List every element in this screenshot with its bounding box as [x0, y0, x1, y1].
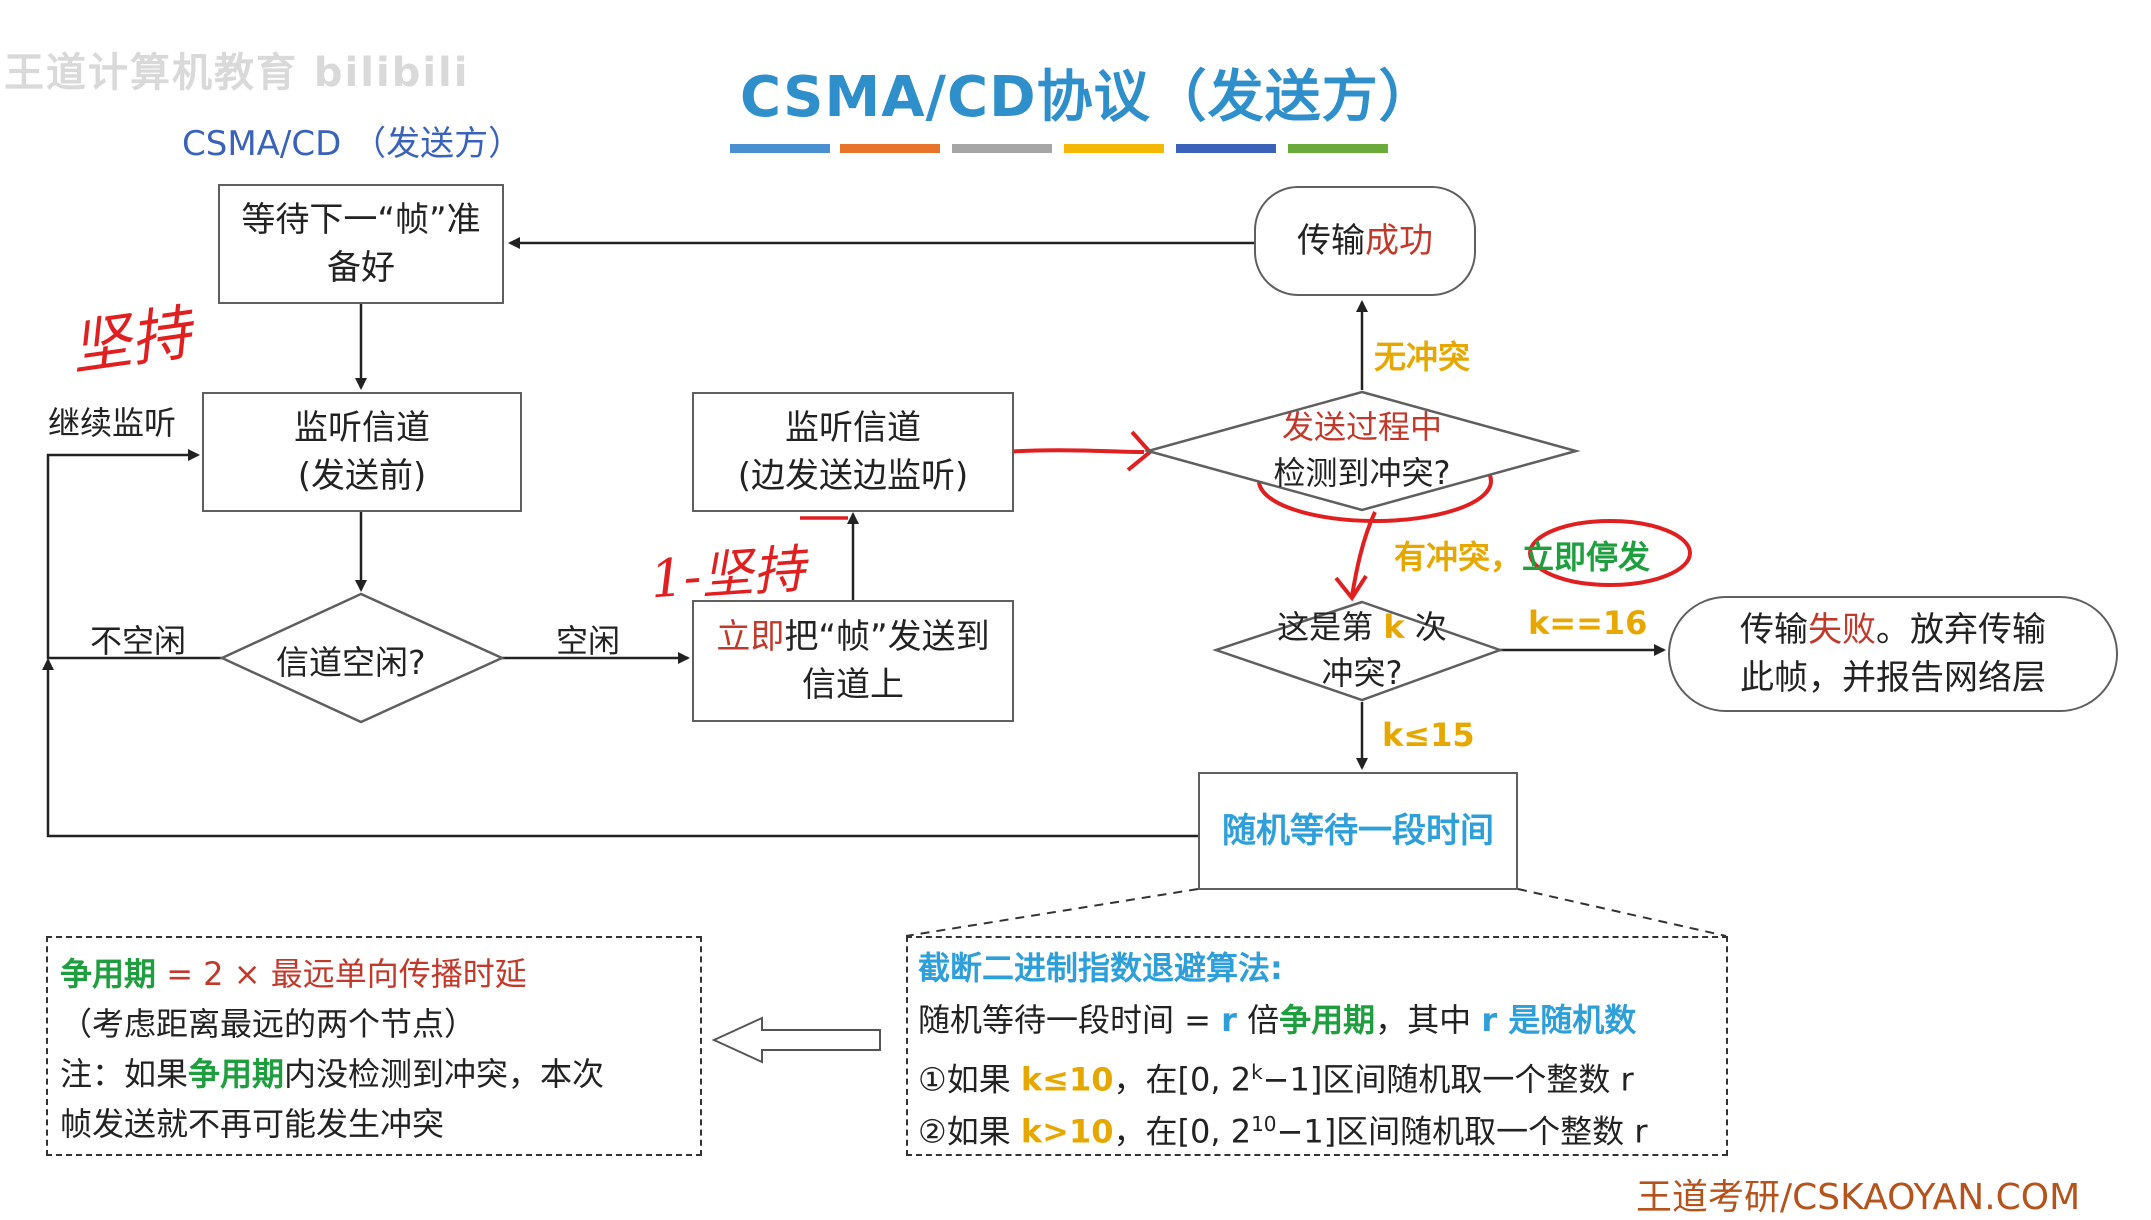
send-frame-line2: 信道上	[802, 665, 904, 705]
stop-immediately: 立即停发	[1522, 538, 1651, 576]
backoff-heading: 截断二进制指数退避算法:	[918, 949, 1283, 987]
backoff-line4-a: ②如果	[918, 1112, 1021, 1151]
listen-before-line2: (发送前)	[297, 456, 427, 496]
success-highlight: 成功	[1365, 221, 1433, 261]
backoff-line3-a: ①如果	[918, 1060, 1021, 1099]
fail-highlight: 失败	[1808, 610, 1876, 650]
kth-line2: 冲突?	[1321, 654, 1403, 692]
handwritten-persist: 坚持	[66, 297, 196, 384]
contention-line4: 帧发送就不再可能发生冲突	[60, 1105, 445, 1143]
idle-label: 空闲	[556, 622, 621, 660]
fail-line1-rest: 。放弃传输	[1876, 610, 2046, 650]
color-bar-5	[1176, 144, 1276, 153]
no-collision-label: 无冲突	[1374, 338, 1471, 376]
contention-line3-a: 注：如果	[60, 1055, 189, 1093]
color-bar-3	[952, 144, 1052, 153]
success-text: 传输成功	[1297, 217, 1433, 265]
contention-line3: 注：如果争用期内没检测到冲突，本次	[60, 1048, 604, 1100]
wait-frame-box: 等待下一“帧”准 备好	[218, 184, 504, 304]
contention-line3-c: 内没检测到冲突，本次	[284, 1055, 605, 1093]
backoff-line4-sup: 10	[1251, 1112, 1277, 1136]
watermark: 王道计算机教育 bilibili	[4, 50, 470, 96]
backoff-line2: 随机等待一段时间 = r 倍争用期，其中 r 是随机数	[918, 994, 1636, 1046]
fail-line1: 传输失败。放弃传输	[1740, 606, 2046, 654]
backoff-line3-k: k≤10	[1020, 1060, 1114, 1099]
listen-during-box: 监听信道 (边发送边监听)	[692, 392, 1014, 512]
send-immediately: 立即	[716, 617, 785, 657]
color-bar-1	[730, 144, 830, 153]
listen-before-line1: 监听信道	[294, 408, 430, 448]
wait-frame-line1: 等待下一“帧”准	[241, 200, 481, 240]
send-frame-line1: 立即把“帧”发送到	[716, 613, 989, 661]
fail-prefix: 传输	[1740, 610, 1808, 650]
backoff-r: r	[1221, 1001, 1237, 1039]
random-wait-text: 随机等待一段时间	[1222, 811, 1494, 851]
backoff-line4-k: k>10	[1020, 1112, 1114, 1151]
flow-connectors	[42, 237, 1727, 1064]
diamond-shapes	[219, 390, 1581, 724]
handwritten-one-persist: 1-坚持	[648, 539, 807, 611]
backoff-r2: r	[1481, 1001, 1498, 1039]
not-idle-label: 不空闲	[90, 622, 187, 660]
backoff-line3-sup: k	[1251, 1060, 1263, 1084]
k16-label: k==16	[1528, 604, 1648, 642]
kth-k: k	[1383, 608, 1405, 646]
kth-diamond-text: 这是第 k 次 冲突?	[1240, 604, 1484, 696]
success-prefix: 传输	[1297, 221, 1365, 261]
contention-term: 争用期	[60, 955, 157, 993]
backoff-line2-d: ，其中	[1375, 1001, 1482, 1039]
send-frame-box: 立即把“帧”发送到 信道上	[692, 600, 1014, 722]
send-frame-line1-rest: 把“帧”发送到	[784, 617, 990, 657]
success-box: 传输成功	[1254, 186, 1476, 296]
collision-part1: 有冲突，	[1394, 538, 1523, 576]
random-wait-box: 随机等待一段时间	[1198, 772, 1518, 890]
color-bar-2	[840, 144, 940, 153]
backoff-line4: ②如果 k>10，在[0, 210−1]区间随机取一个整数 r	[918, 1098, 1648, 1158]
continue-listen-label: 继续监听	[48, 404, 177, 442]
k15-label: k≤15	[1382, 716, 1475, 754]
backoff-line3: ①如果 k≤10，在[0, 2k−1]区间随机取一个整数 r	[918, 1046, 1634, 1106]
idle-diamond-label: 信道空闲?	[276, 643, 426, 682]
color-bar-4	[1064, 144, 1164, 153]
detect-line1: 发送过程中	[1281, 408, 1442, 446]
detect-line2: 检测到冲突?	[1273, 454, 1451, 492]
slide: 王道计算机教育 bilibili CSMA/CD协议（发送方） CSMA/CD …	[4, 50, 2118, 1218]
backoff-line3-b: ，在[0, 2	[1113, 1060, 1252, 1099]
color-bar-6	[1288, 144, 1388, 153]
contention-formula: = 2 × 最远单向传播时延	[156, 955, 527, 993]
fail-line2: 此帧，并报告网络层	[1740, 658, 2046, 698]
contention-line1: 争用期 = 2 × 最远单向传播时延	[60, 948, 527, 1000]
backoff-line2-a: 随机等待一段时间 =	[918, 1001, 1222, 1039]
page-subtitle: CSMA/CD （发送方）	[182, 124, 523, 164]
contention-line3-term: 争用期	[188, 1055, 285, 1093]
collision-label: 有冲突，立即停发	[1394, 532, 1650, 578]
contention-line2: （考虑距离最远的两个节点）	[60, 1005, 477, 1043]
kth-line1-a: 这是第	[1277, 608, 1384, 646]
contention-note-box	[46, 936, 702, 1156]
listen-before-box: 监听信道 (发送前)	[202, 392, 522, 512]
backoff-line3-c: −1]区间随机取一个整数 r	[1262, 1060, 1634, 1099]
fail-box: 传输失败。放弃传输 此帧，并报告网络层	[1668, 596, 2118, 712]
backoff-line4-c: −1]区间随机取一个整数 r	[1276, 1112, 1648, 1151]
backoff-line2-e: 是随机数	[1497, 1001, 1637, 1039]
listen-during-line1: 监听信道	[785, 408, 921, 448]
backoff-line4-b: ，在[0, 2	[1113, 1112, 1252, 1151]
kth-line1-b: 次	[1404, 608, 1447, 646]
listen-during-line2: (边发送边监听)	[737, 456, 969, 496]
wait-frame-line2: 备好	[327, 248, 395, 288]
backoff-line2-b: 倍	[1236, 1001, 1280, 1039]
page-title: CSMA/CD协议（发送方）	[740, 65, 1436, 130]
footer-brand: 王道考研/CSKAOYAN.COM	[1636, 1177, 2081, 1218]
detect-diamond-text: 发送过程中 检测到冲突?	[1230, 404, 1494, 496]
backoff-note-box	[906, 936, 1728, 1156]
backoff-contention: 争用期	[1279, 1001, 1376, 1039]
kth-line1: 这是第 k 次	[1240, 604, 1484, 650]
